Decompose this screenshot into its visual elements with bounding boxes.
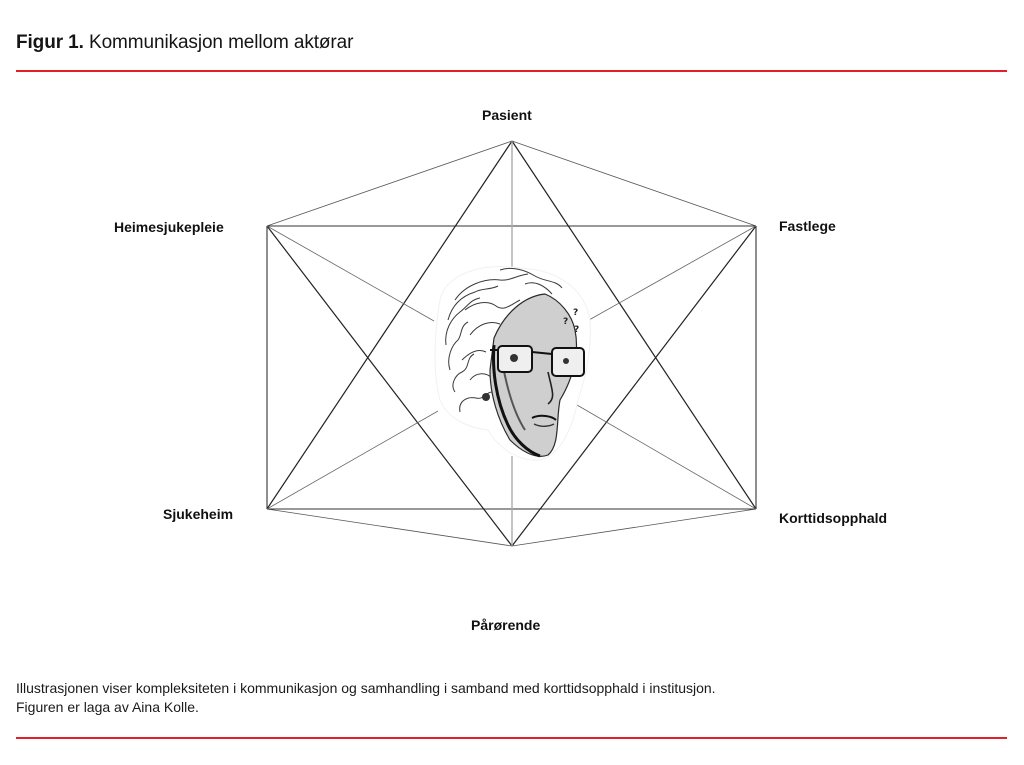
person-sketch-icon: ? ? ? <box>434 266 591 461</box>
hexagon-edges <box>266 140 757 547</box>
figure-number: Figur 1. <box>16 32 84 53</box>
svg-text:?: ? <box>563 317 568 327</box>
network-graph: ? ? ? <box>266 140 757 547</box>
figure-caption: Illustrasjonen viser kompleksiteten i ko… <box>16 679 716 717</box>
caption-line-1: Illustrasjonen viser kompleksiteten i ko… <box>16 680 716 696</box>
bottom-divider <box>16 737 1007 739</box>
svg-text:?: ? <box>574 325 579 335</box>
diagonal-edges <box>266 225 757 510</box>
svg-text:?: ? <box>573 308 578 318</box>
node-heimesjukepleie: Heimesjukepleie <box>114 219 224 235</box>
communication-diagram: ? ? ? Pasient Fastlege Korttidsopphald P… <box>0 80 1024 660</box>
node-pasient: Pasient <box>482 107 532 123</box>
caption-line-2: Figuren er laga av Aina Kolle. <box>16 699 199 715</box>
question-marks-icon: ? ? ? <box>563 308 579 335</box>
figure-title-text: Kommunikasjon mellom aktørar <box>89 32 354 53</box>
node-parorende: Pårørende <box>471 617 541 633</box>
node-fastlege: Fastlege <box>779 218 836 234</box>
figure-title: Figur 1. Kommunikasjon mellom aktørar <box>16 31 353 55</box>
node-korttidsopphald: Korttidsopphald <box>779 510 888 526</box>
top-divider <box>16 70 1007 72</box>
triangle-edges <box>266 140 757 547</box>
node-sjukeheim: Sjukeheim <box>163 506 234 522</box>
